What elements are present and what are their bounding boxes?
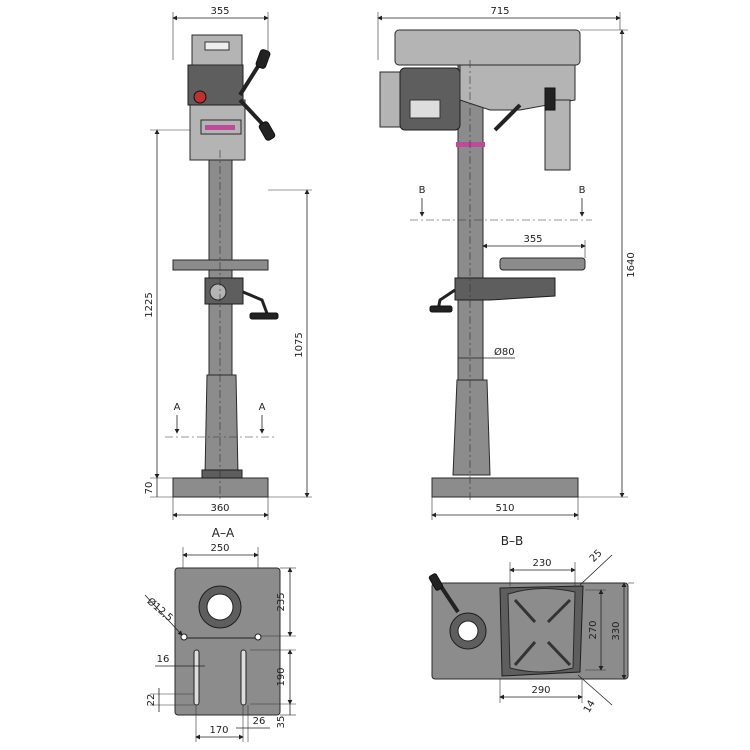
section-mark-b-right: B bbox=[579, 185, 586, 196]
dim-b-bottom-width: 290 bbox=[531, 685, 550, 696]
dim-a-slot-spacing: 170 bbox=[209, 725, 228, 736]
motor bbox=[399, 67, 461, 131]
side-view: 715 1640 B B 355 Ø80 510 bbox=[377, 6, 637, 520]
dim-a-edge: 35 bbox=[276, 716, 287, 729]
section-mark-b-left: B bbox=[419, 185, 426, 196]
dim-height-table: 1075 bbox=[294, 332, 305, 357]
dim-a-slot-width: 16 bbox=[157, 654, 170, 665]
column-section bbox=[457, 620, 479, 642]
side-base bbox=[431, 477, 579, 498]
dim-a-slot-end: 22 bbox=[146, 694, 157, 707]
dim-a-slot-length: 190 bbox=[276, 667, 287, 686]
section-b-b: B–B 230 25 270 330 290 14 bbox=[428, 534, 634, 715]
dim-a-to-slot: 235 bbox=[276, 592, 287, 611]
front-brand-strip bbox=[205, 125, 235, 130]
dim-a-hole-diameter: Ø12,5 bbox=[145, 595, 176, 624]
emergency-stop-icon bbox=[193, 90, 207, 104]
slot-right bbox=[240, 649, 247, 706]
front-crank-handle bbox=[249, 312, 279, 320]
dim-line-14 bbox=[577, 674, 613, 706]
dim-b-corner-bottom: 14 bbox=[582, 698, 598, 715]
depth-ring bbox=[456, 142, 485, 147]
dim-b-inner-height: 270 bbox=[588, 620, 599, 639]
b-lever-grip bbox=[428, 573, 444, 591]
side-feed-handle bbox=[493, 103, 522, 132]
b-lever bbox=[438, 583, 460, 614]
front-handle-grip-2 bbox=[258, 121, 276, 141]
section-b-title: B–B bbox=[501, 534, 523, 548]
front-cover-label bbox=[204, 41, 230, 51]
dim-height-head: 1225 bbox=[144, 292, 155, 317]
side-column-housing bbox=[452, 379, 491, 476]
slot-left bbox=[193, 649, 200, 706]
front-bracket-hub bbox=[209, 283, 227, 301]
side-crank-handle bbox=[429, 305, 453, 313]
front-housing-foot bbox=[201, 469, 243, 479]
column-hole bbox=[206, 593, 234, 621]
dim-b-corner: 25 bbox=[588, 548, 605, 565]
dim-line-25 bbox=[579, 554, 613, 586]
side-head-cover bbox=[394, 29, 581, 66]
side-column bbox=[457, 64, 484, 381]
dim-base-height: 70 bbox=[144, 482, 155, 495]
spindle-housing bbox=[544, 99, 571, 171]
dim-table-reach: 355 bbox=[523, 234, 542, 245]
motor-plate bbox=[409, 99, 441, 119]
dim-column-diameter: Ø80 bbox=[494, 346, 515, 358]
dim-a-width: 250 bbox=[210, 543, 229, 554]
side-table bbox=[499, 257, 586, 271]
front-view: 355 1225 70 1075 360 A A bbox=[144, 6, 312, 520]
dim-b-top-width: 230 bbox=[532, 558, 551, 569]
dim-overall-height: 1640 bbox=[626, 252, 637, 277]
side-switch bbox=[544, 87, 556, 111]
dim-overall-width: 715 bbox=[490, 6, 509, 17]
section-a-title: A–A bbox=[212, 526, 235, 540]
section-mark-a-left: A bbox=[174, 402, 181, 413]
section-a-a: A–A 250 235 190 35 Ø12,5 16 22 bbox=[145, 526, 296, 742]
front-column-housing bbox=[204, 374, 239, 476]
dim-a-slot-offset: 26 bbox=[253, 716, 266, 727]
table-cross-slots bbox=[513, 598, 572, 667]
dim-b-outer-height: 330 bbox=[611, 621, 622, 640]
motor-cap bbox=[379, 71, 403, 128]
front-table bbox=[172, 259, 269, 271]
mount-hole-right bbox=[254, 633, 262, 641]
front-crank bbox=[242, 290, 270, 317]
side-table-bracket bbox=[454, 277, 556, 301]
dim-line-hole bbox=[144, 594, 183, 636]
section-mark-a-right: A bbox=[259, 402, 266, 413]
front-base bbox=[172, 477, 269, 498]
dim-base-width: 360 bbox=[210, 503, 229, 514]
front-handle-grip-1 bbox=[255, 49, 271, 69]
dim-top-width: 355 bbox=[210, 6, 229, 17]
dim-side-base-width: 510 bbox=[495, 503, 514, 514]
